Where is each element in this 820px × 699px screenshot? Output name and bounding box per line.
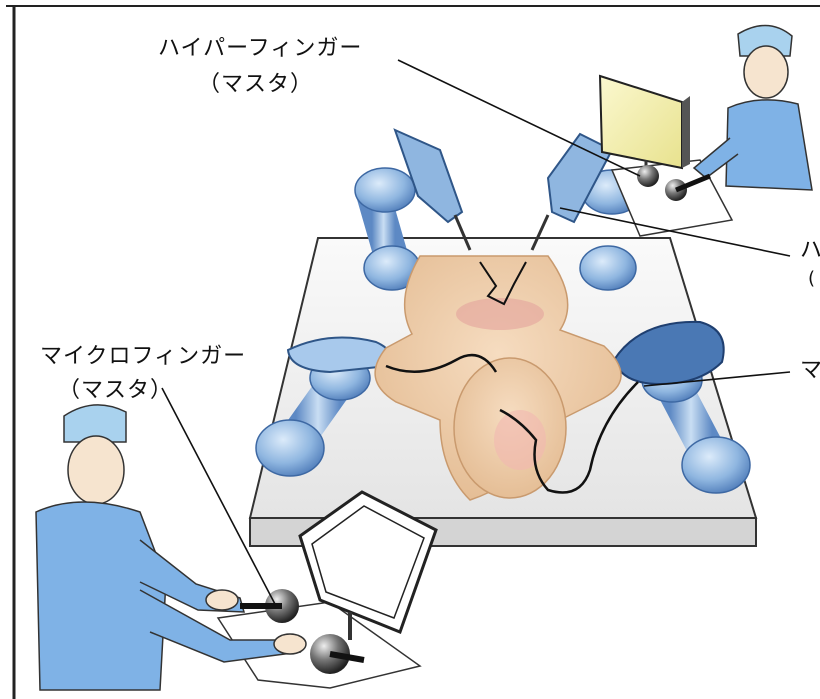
cut-off-label-hyper-slave: ハ: [800, 232, 820, 264]
micro-finger-master-sublabel: （マスタ）: [58, 372, 173, 404]
micro-finger-master-label: マイクロフィンガー: [40, 338, 246, 370]
cut-off-label-micro-slave: マ: [800, 352, 820, 384]
hyper-finger-master-sublabel: （マスタ）: [198, 66, 313, 98]
hyper-finger-master-label: ハイパーフィンガー: [158, 30, 362, 62]
surgeon-icon: [694, 25, 812, 190]
surgeon-station-right: [600, 25, 812, 236]
cut-off-label-paren: (: [808, 268, 816, 289]
